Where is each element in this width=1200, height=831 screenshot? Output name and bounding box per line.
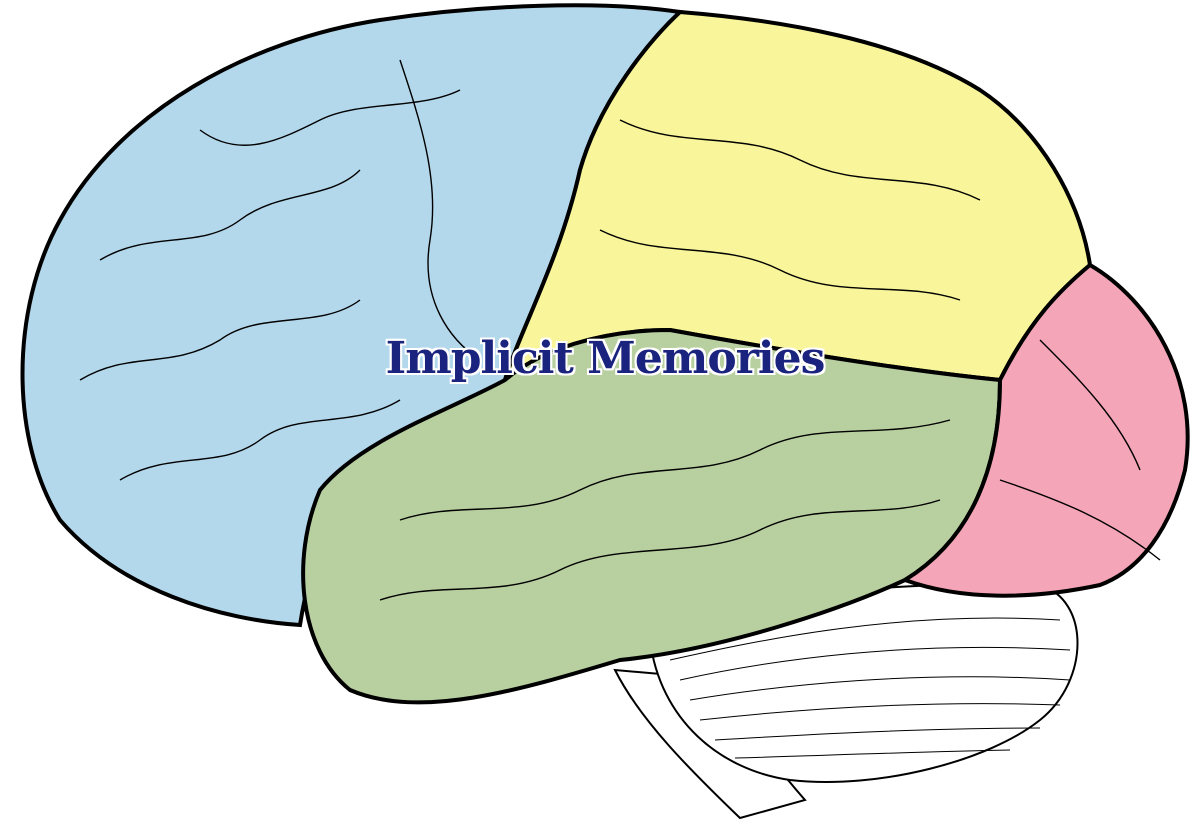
- diagram-title: Implicit Memories: [385, 333, 826, 384]
- temporal-lobe: [301, 327, 1003, 705]
- occipital-lobe: [900, 262, 1190, 598]
- cerebellum-folia: [669, 617, 1071, 759]
- gyri-lines: [79, 59, 1161, 601]
